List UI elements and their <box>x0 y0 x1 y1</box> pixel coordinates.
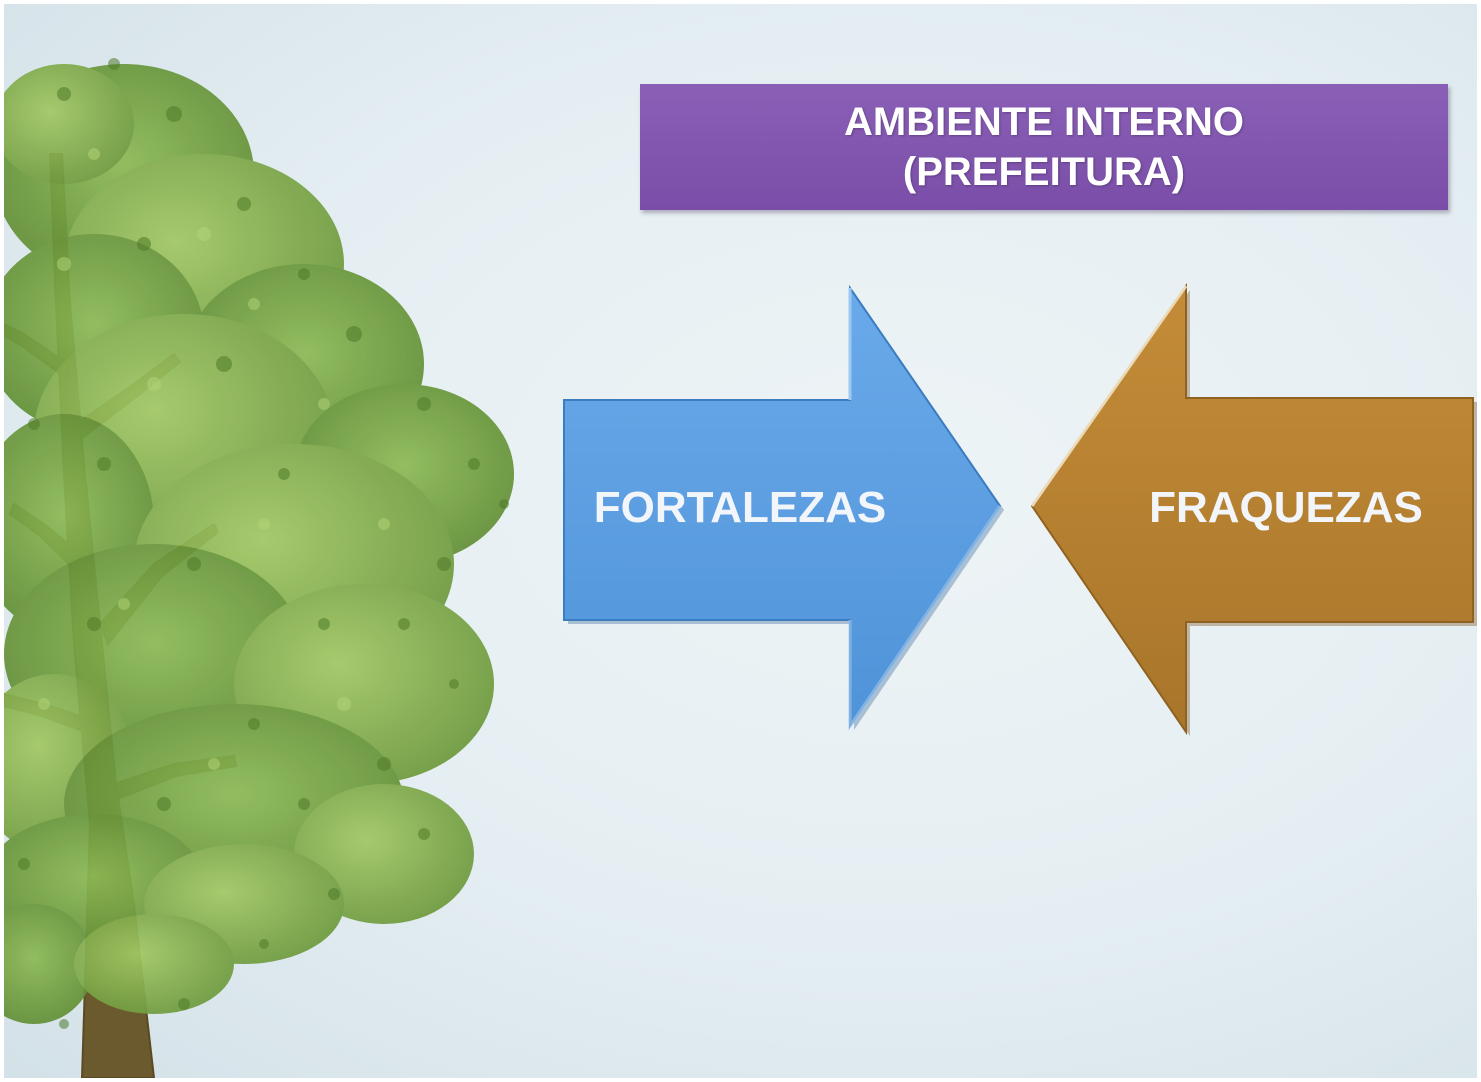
strengths-label: FORTALEZAS <box>594 483 887 532</box>
strengths-arrow: FORTALEZAS <box>563 284 1004 731</box>
title-line-2: (PREFEITURA) <box>902 150 1186 194</box>
arrows-diagram: FORTALEZAS FRAQUEZAS <box>563 282 1477 736</box>
tree-icon <box>4 58 514 1078</box>
weaknesses-arrow: FRAQUEZAS <box>1030 282 1477 736</box>
title-box: AMBIENTE INTERNO (PREFEITURA) <box>640 84 1448 210</box>
weaknesses-label: FRAQUEZAS <box>1149 483 1423 532</box>
slide: AMBIENTE INTERNO (PREFEITURA) FORTALEZAS <box>4 4 1477 1078</box>
tree-foliage <box>4 64 514 1024</box>
title-line-1: AMBIENTE INTERNO <box>844 100 1244 144</box>
tree-leaf-highlights <box>38 148 390 770</box>
tree-leaf-speckles <box>18 58 509 1029</box>
